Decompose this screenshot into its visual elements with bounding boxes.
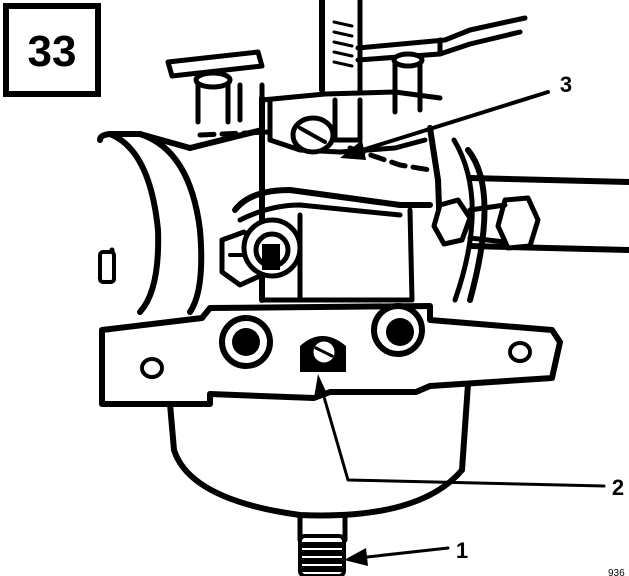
drain-valve [298, 534, 346, 576]
callout-2-label: 2 [612, 475, 624, 500]
choke-linkage [219, 187, 433, 303]
float-bowl [167, 381, 471, 543]
figure-number: 33 [28, 27, 77, 76]
figure-code: 936 [608, 568, 625, 576]
air-intake-housing [97, 95, 273, 315]
throttle-body [197, 97, 541, 303]
figure-number-box: 33 [3, 3, 101, 97]
callout-arrows [314, 90, 606, 566]
engine-shaft [467, 175, 629, 253]
callout-1-label: 1 [456, 538, 468, 563]
callout-3-label: 3 [560, 72, 572, 97]
bowl-bracket [99, 303, 563, 407]
governor-linkage [165, 0, 528, 125]
